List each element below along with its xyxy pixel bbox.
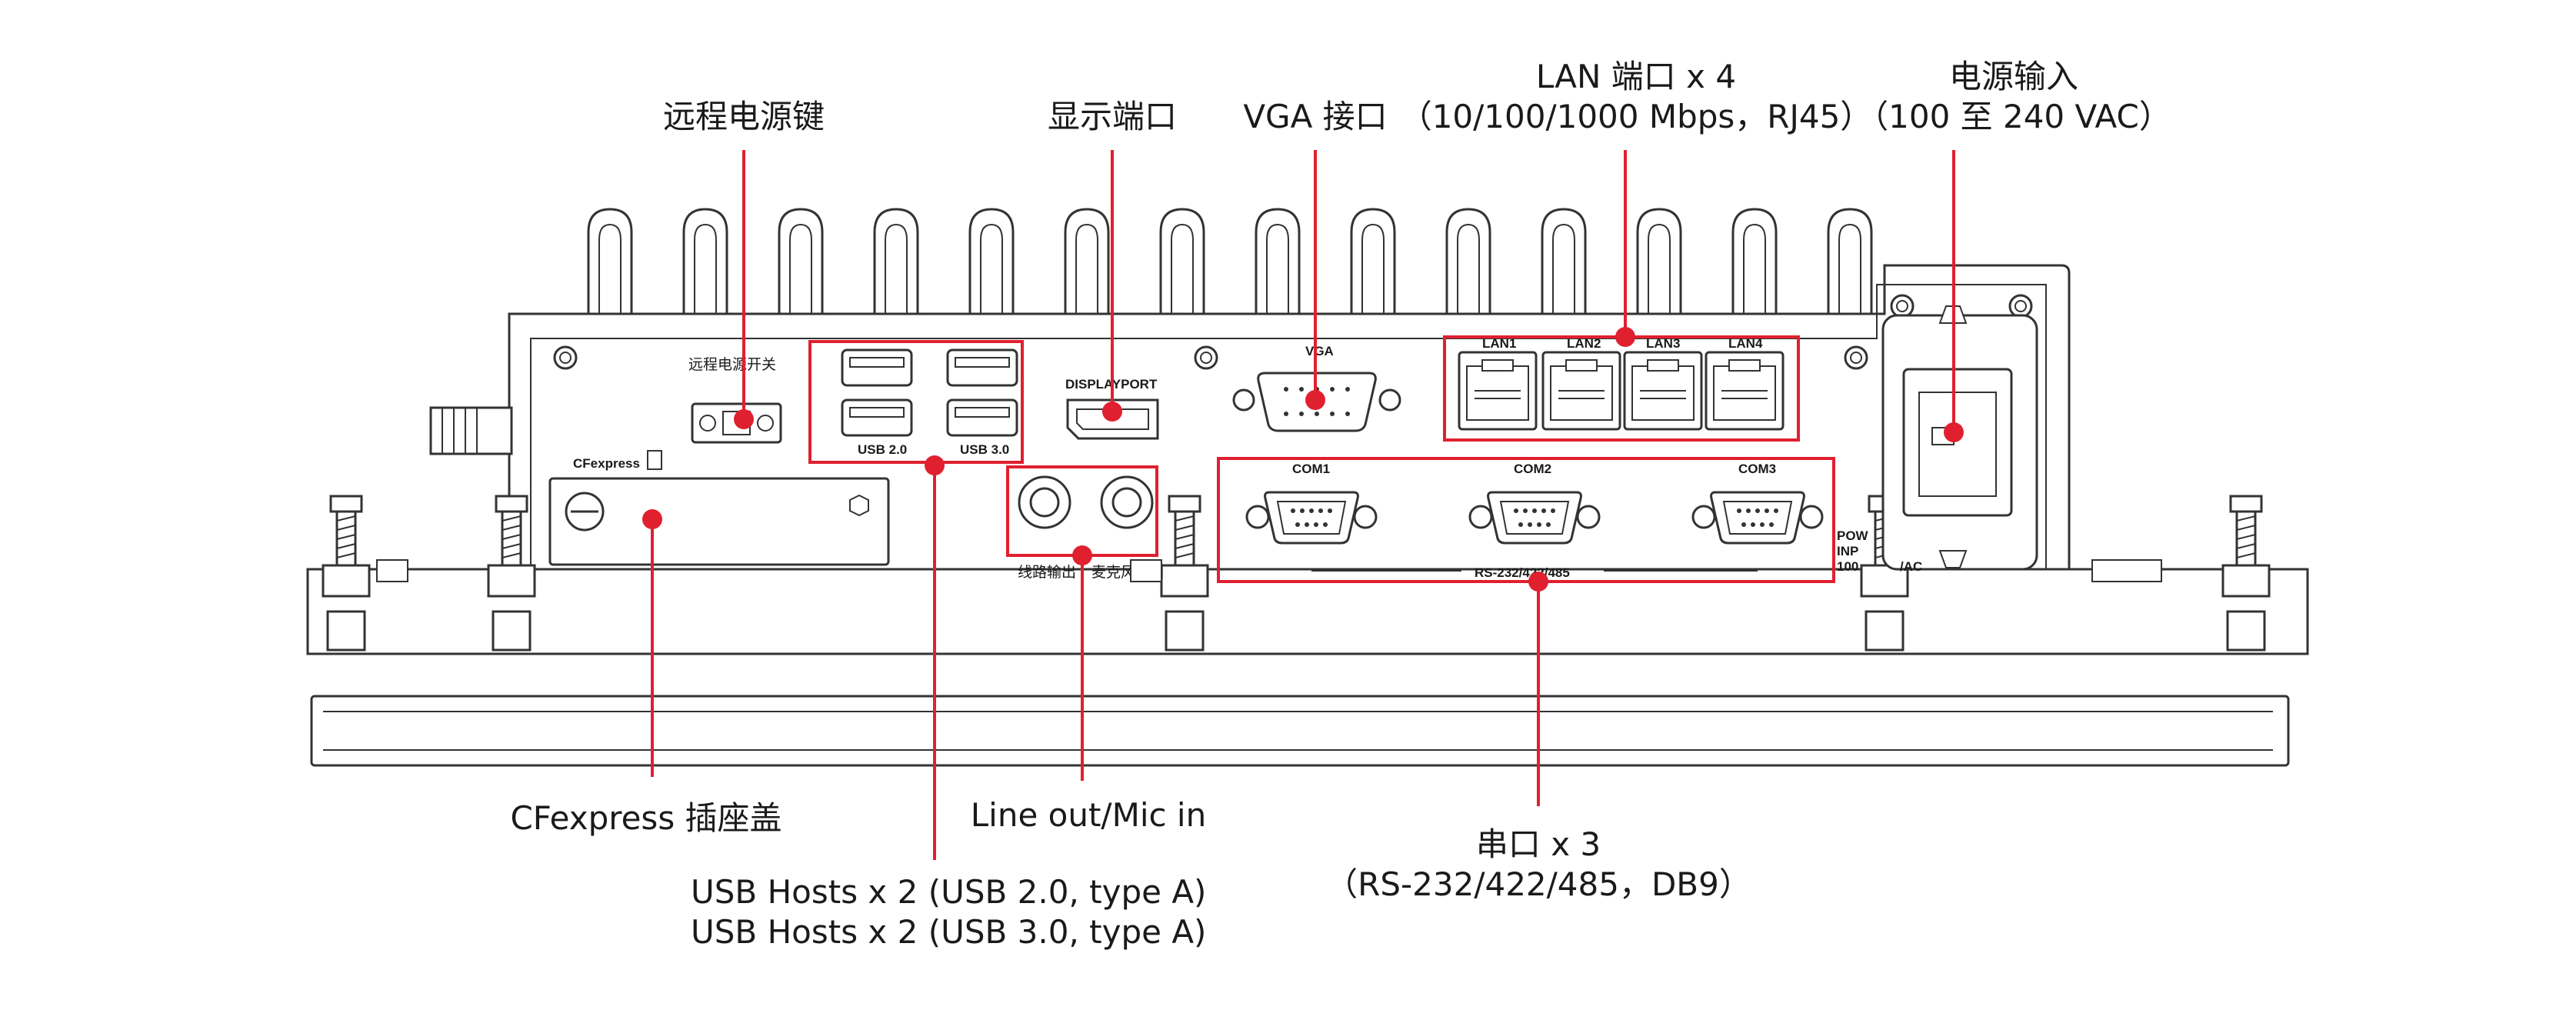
usb-ports: USB 2.0 USB 3.0 xyxy=(841,348,1018,457)
com-highlight-box xyxy=(1217,457,1835,583)
front-bezel-base xyxy=(310,695,2290,767)
cable-gland xyxy=(429,406,513,455)
lan1-label: LAN1 xyxy=(1482,336,1516,351)
lan4-label: LAN4 xyxy=(1728,336,1763,351)
power-label-1: POW xyxy=(1837,528,1869,543)
usb-hosts-callout-line2: USB Hosts x 2 (USB 3.0, type A) xyxy=(691,913,1207,951)
serial-ports-callout-spec: （RS-232/422/485，DB9） xyxy=(1325,865,1751,903)
remote-switch-label: 远程电源开关 xyxy=(688,356,776,373)
power-label-2: INP xyxy=(1837,544,1858,558)
lan-ports-callout-spec: （10/100/1000 Mbps，RJ45） xyxy=(1399,98,1873,135)
vga-port-callout: VGA 接口 xyxy=(1243,98,1388,135)
rs-standard-label: RS-232/422/485 xyxy=(1475,565,1570,580)
com2-label: COM2 xyxy=(1514,462,1551,476)
vga-label: VGA xyxy=(1305,344,1334,358)
audio-jacks: 线路输出 麦克风接口 xyxy=(1018,475,1165,581)
line-out-label: 线路输出 xyxy=(1018,564,1076,581)
com1-label: COM1 xyxy=(1292,462,1330,476)
lan3-label: LAN3 xyxy=(1646,336,1680,351)
power-label-3: 100 xyxy=(1837,559,1858,574)
com3-label: COM3 xyxy=(1738,462,1776,476)
power-input-callout-title: 电源输入 xyxy=(1948,58,2079,95)
lan-ports-callout-title: LAN 端口 x 4 xyxy=(1535,58,1737,95)
cfexpress-cover-callout: CFexpress 插座盖 xyxy=(510,799,782,837)
display-port-callout: 显示端口 xyxy=(1047,98,1178,135)
usb20-label: USB 2.0 xyxy=(858,442,907,457)
front-bezel-top xyxy=(306,568,2309,655)
usb-hosts-callout-line1: USB Hosts x 2 (USB 2.0, type A) xyxy=(691,873,1207,911)
power-input-callout-spec: （100 至 240 VAC） xyxy=(1856,98,2171,135)
line-out-mic-in-callout: Line out/Mic in xyxy=(970,796,1207,834)
callout-dots xyxy=(642,327,1964,592)
callout-leaders xyxy=(651,150,1955,860)
heatsink-fins xyxy=(587,208,1873,318)
lan-ports: LAN1 LAN2 LAN3 LAN4 xyxy=(1458,336,1785,431)
remote-power-key-callout: 远程电源键 xyxy=(662,98,825,135)
power-inlet: POW INP 100 /AC xyxy=(1837,305,2038,574)
serial-ports-callout-title: 串口 x 3 xyxy=(1475,825,1601,863)
power-label-4: /AC xyxy=(1900,559,1922,574)
usb-highlight-box xyxy=(808,340,1024,464)
cfexpress-label: CFexpress xyxy=(573,456,640,471)
cfexpress-slot-cover: CFexpress xyxy=(548,450,890,566)
lan2-label: LAN2 xyxy=(1567,336,1601,351)
usb30-label: USB 3.0 xyxy=(960,442,1009,457)
